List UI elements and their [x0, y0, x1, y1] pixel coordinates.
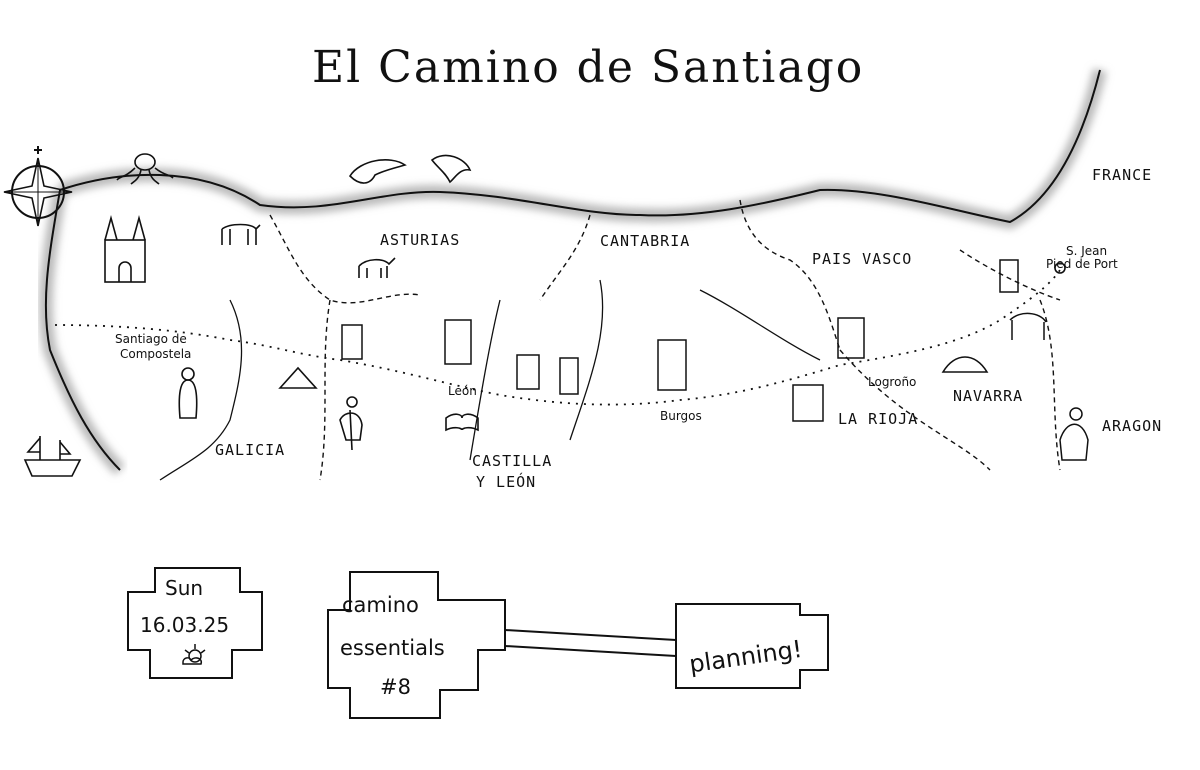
- essentials-box: camino essentials #8: [327, 571, 506, 719]
- sun-cloud-icon: [182, 644, 206, 665]
- region-aragon: ARAGON: [1102, 417, 1162, 435]
- boat-icon: [23, 436, 82, 477]
- north-coastline: [59, 69, 1101, 224]
- region-cantabria: CANTABRIA: [600, 232, 690, 250]
- book-icon: [445, 413, 479, 432]
- region-navarra: NAVARRA: [953, 387, 1023, 405]
- region-france: FRANCE: [1092, 166, 1152, 184]
- region-asturias: ASTURIAS: [380, 231, 460, 249]
- region-borders: [269, 199, 1061, 481]
- ox-icon: [221, 223, 261, 245]
- date-box: Sun 16.03.25: [127, 567, 263, 679]
- region-castilla-2: Y LEÓN: [476, 472, 536, 491]
- bull-icon: [941, 356, 989, 373]
- note-date: 16.03.25: [140, 613, 229, 637]
- map-title: El Camino de Santiago: [312, 42, 864, 93]
- planning-box: planning!: [675, 603, 829, 689]
- note-essentials-1: camino: [342, 593, 419, 617]
- octopus-icon: [116, 153, 174, 185]
- mountain-icon: [278, 366, 318, 389]
- city-logrono: Logroño: [868, 375, 916, 389]
- city-burgos: Burgos: [660, 409, 702, 423]
- city-santiago-1: Santiago de: [115, 332, 187, 346]
- donkey-rider-icon: [999, 259, 1089, 461]
- pilgrim-icon: [178, 367, 363, 451]
- horse-icon: [358, 257, 396, 278]
- note-essentials-2: essentials: [340, 636, 445, 660]
- region-pais-vasco: PAIS VASCO: [812, 250, 912, 268]
- west-coastline: [44, 189, 121, 471]
- region-castilla-1: CASTILLA: [472, 452, 552, 470]
- dolphin-icon: [348, 154, 472, 184]
- region-la-rioja: LA RIOJA: [838, 410, 918, 428]
- region-galicia: GALICIA: [215, 441, 285, 459]
- city-leon: León: [448, 384, 477, 398]
- camino-route: [54, 269, 1061, 406]
- compass-rose-icon: [3, 146, 73, 227]
- city-sjpp-1: S. Jean: [1066, 244, 1107, 258]
- west-coast-shadow: [38, 188, 125, 475]
- note-essentials-3: #8: [380, 675, 411, 699]
- shell-icon: [341, 317, 865, 422]
- cathedral-icon: [104, 214, 146, 283]
- note-date-day: Sun: [165, 576, 203, 600]
- rivers: [159, 279, 821, 481]
- route-start-marker: [1054, 262, 1066, 274]
- city-santiago-2: Compostela: [120, 347, 191, 361]
- connector-line: [504, 629, 677, 657]
- city-sjpp-2: Pied de Port: [1046, 257, 1118, 271]
